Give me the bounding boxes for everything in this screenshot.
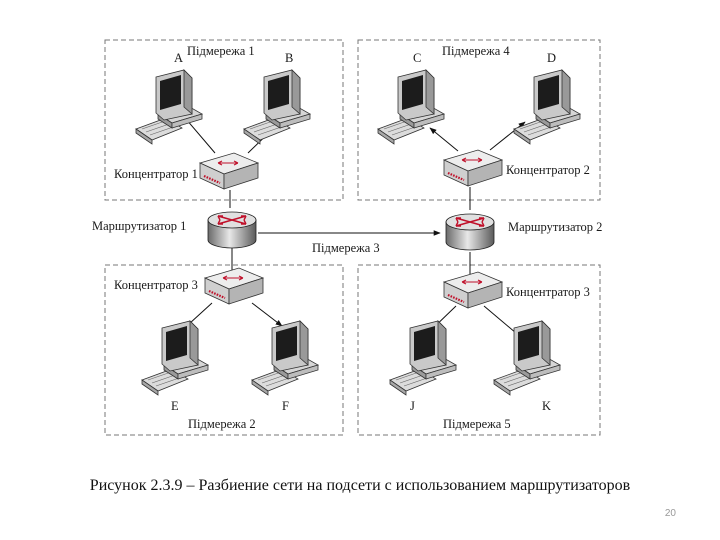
hub-1-label: Концентратор 1 — [114, 167, 198, 181]
computer-k-icon — [493, 320, 561, 396]
router-1-icon — [207, 211, 257, 249]
router-2-label: Маршрутизатор 2 — [508, 220, 602, 234]
host-j-label: J — [410, 399, 415, 413]
host-d-label: D — [547, 51, 556, 65]
hub-3-left-icon — [203, 266, 265, 306]
computer-b-icon — [243, 69, 311, 145]
hub-1-icon — [198, 151, 260, 191]
computer-j-icon — [389, 320, 457, 396]
router-1-label: Маршрутизатор 1 — [92, 219, 186, 233]
host-e-label: E — [171, 399, 179, 413]
computer-f-icon — [251, 320, 319, 396]
subnet-4-box — [357, 39, 601, 201]
subnet-2-label: Підмережа 2 — [188, 417, 256, 431]
hub-2-label: Концентратор 2 — [506, 163, 590, 177]
computer-d-icon — [513, 69, 581, 145]
host-a-label: A — [174, 51, 183, 65]
computer-c-icon — [377, 69, 445, 145]
figure-caption: Рисунок 2.3.9 – Разбиение сети на подсет… — [89, 477, 631, 494]
router-2-icon — [445, 213, 495, 251]
subnet-2-box — [104, 264, 344, 436]
host-b-label: B — [285, 51, 293, 65]
computer-e-icon — [141, 320, 209, 396]
computer-a-icon — [135, 69, 203, 145]
host-f-label: F — [282, 399, 289, 413]
subnet-5-label: Підмережа 5 — [443, 417, 511, 431]
subnet-5-box — [357, 264, 601, 436]
host-c-label: C — [413, 51, 421, 65]
host-k-label: K — [542, 399, 551, 413]
page-number: 20 — [664, 508, 676, 519]
subnet-4-label: Підмережа 4 — [442, 44, 510, 58]
hub-3-left-label: Концентратор 3 — [114, 278, 198, 292]
subnet-1-box — [104, 39, 344, 201]
hub-3-right-label: Концентратор 3 — [506, 285, 590, 299]
subnet-1-label: Підмережа 1 — [187, 44, 255, 58]
subnet-3-label: Підмережа 3 — [312, 241, 380, 255]
hub-2-icon — [442, 148, 504, 188]
hub-3-right-icon — [442, 270, 504, 310]
